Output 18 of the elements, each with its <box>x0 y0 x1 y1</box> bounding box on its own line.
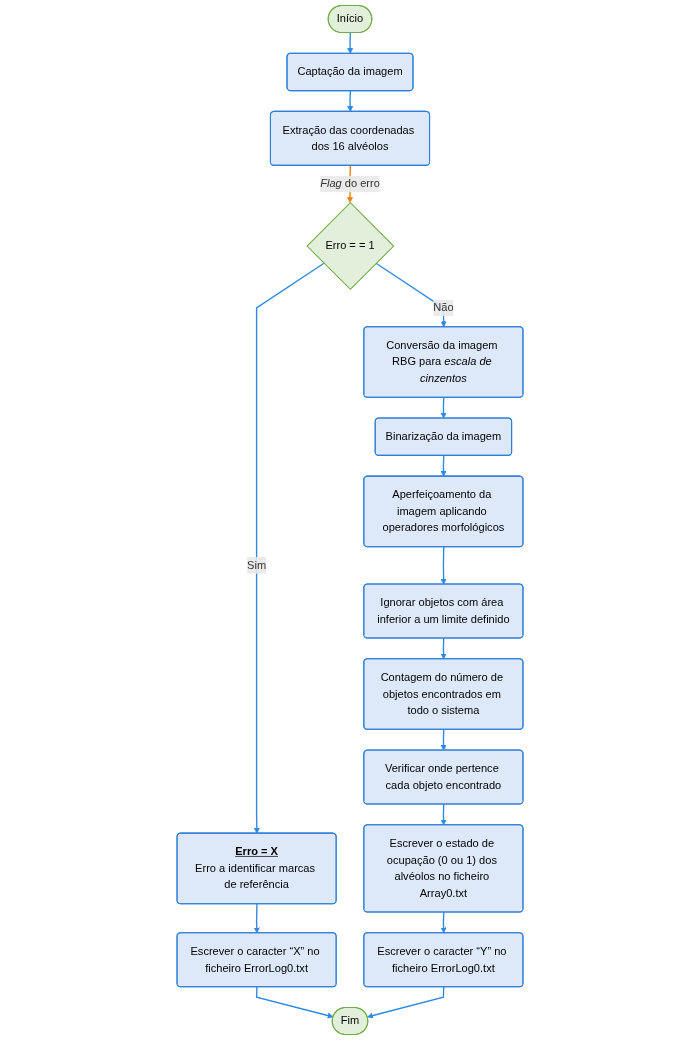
arrow <box>440 803 447 826</box>
arrow <box>255 986 334 1019</box>
edge-label: Sim <box>247 559 267 571</box>
arrow <box>440 729 447 751</box>
arrow <box>440 546 447 585</box>
arrow <box>440 911 447 934</box>
arrow <box>347 90 354 112</box>
arrow <box>347 32 354 54</box>
arrow <box>440 637 447 660</box>
arrow <box>440 455 447 477</box>
arrow <box>440 396 447 419</box>
arrow <box>253 903 260 934</box>
edge-label: Não <box>433 301 454 314</box>
arrow <box>375 262 447 328</box>
edge-label: Flag do erro <box>320 177 380 190</box>
arrow <box>253 262 325 834</box>
arrow <box>367 986 445 1019</box>
node-diamond: Erro = = 1 <box>306 202 395 291</box>
